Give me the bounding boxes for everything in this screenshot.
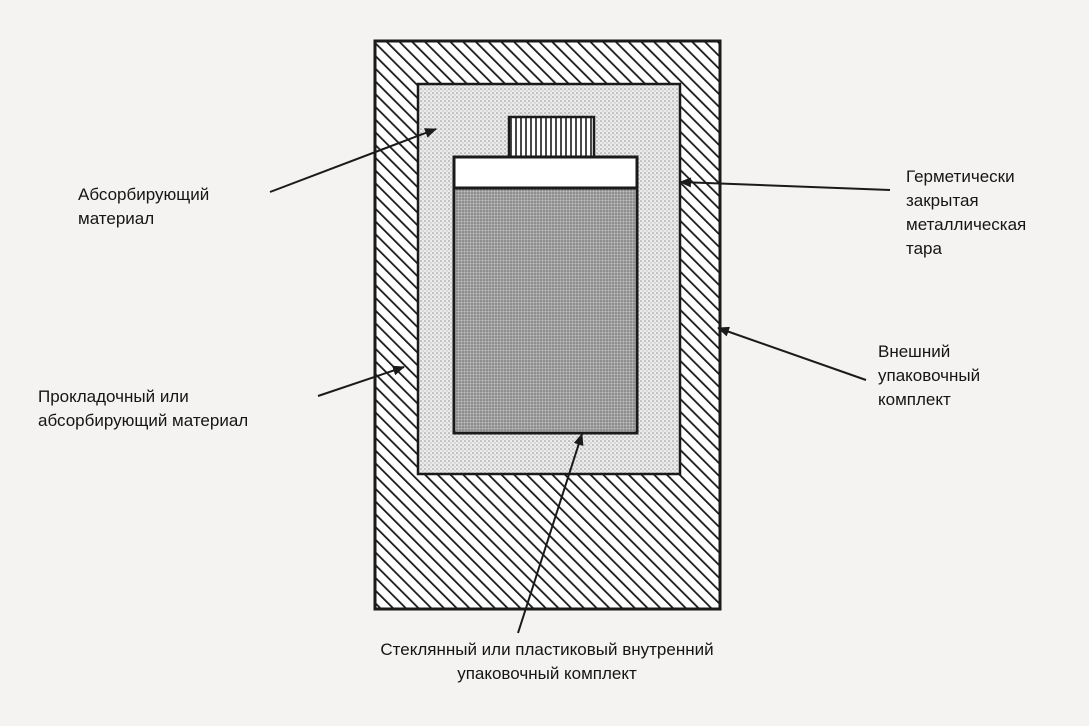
- label-inner-package-line-1: Стеклянный или пластиковый внутренний: [380, 640, 714, 659]
- label-inner-package: Стеклянный или пластиковый внутренний уп…: [318, 638, 776, 686]
- label-absorbent-line-2: материал: [78, 209, 155, 228]
- label-outer-package-line-3: комплект: [878, 390, 951, 409]
- label-inner-package-line-2: упаковочный комплект: [457, 664, 637, 683]
- arrow-outer-package: [717, 326, 867, 381]
- inner-vessel-contents: [456, 189, 635, 431]
- label-absorbent: Абсорбирующий материал: [78, 183, 209, 231]
- label-cushioning-line-1: Прокладочный или: [38, 387, 189, 406]
- label-absorbent-line-1: Абсорбирующий: [78, 185, 210, 204]
- label-outer-package-line-1: Внешний: [878, 342, 951, 361]
- label-cushioning-line-2: абсорбирующий материал: [38, 411, 249, 430]
- label-cushioning: Прокладочный или абсорбирующий материал: [38, 385, 248, 433]
- inner-vessel-cap: [507, 115, 596, 159]
- label-sealed-metal-line-3: металлическая: [906, 215, 1027, 234]
- label-sealed-metal-line-2: закрытая: [906, 191, 979, 210]
- label-sealed-metal-line-4: тара: [906, 239, 942, 258]
- label-outer-package-line-2: упаковочный: [878, 366, 981, 385]
- arrow-sealed-metal: [679, 177, 891, 191]
- arrow-inner-package: [517, 433, 584, 634]
- arrow-cushioning: [317, 365, 405, 397]
- label-sealed-metal-line-1: Герметически: [906, 167, 1015, 186]
- label-outer-package: Внешний упаковочный комплект: [878, 340, 980, 412]
- arrow-absorbent: [269, 128, 437, 193]
- label-sealed-metal: Герметически закрытая металлическая тара: [906, 165, 1026, 261]
